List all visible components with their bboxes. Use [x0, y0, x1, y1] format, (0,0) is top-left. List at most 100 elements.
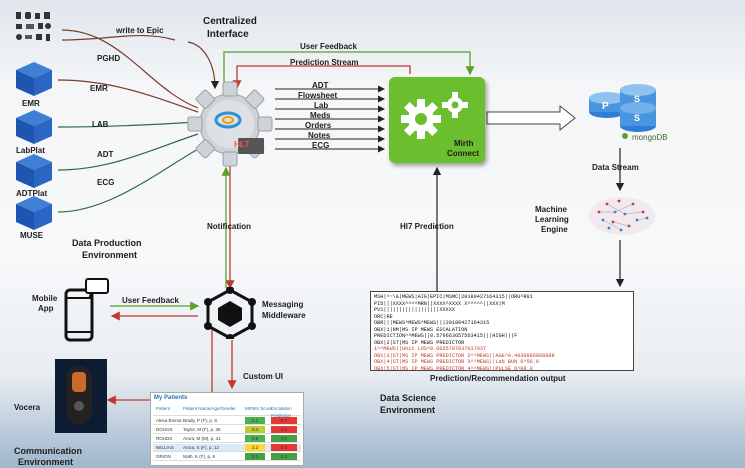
user-feedback-mid-label: User Feedback: [122, 296, 179, 305]
custom-ui-row[interactable]: WILLIAS Arora, S (F), p, 12 3.2 0.4: [153, 444, 301, 452]
adt-line-label: ADT: [97, 150, 114, 159]
custom-ui-cell-name: Taylor, M (F), p, 35: [183, 427, 221, 432]
custom-ui-header-cell: MEWS Score: [245, 406, 273, 411]
hl7-prediction-label: Hl7 Prediction: [400, 222, 454, 231]
prediction-stream-label: Prediction Stream: [290, 58, 359, 67]
mirth-gears-icon: [401, 92, 468, 139]
prediction-stream-arrow: [232, 65, 411, 90]
hl7-line: OBX|3|ST|MS IP MEWS PREDICTOR 2^^MEWS||A…: [374, 352, 555, 359]
hl7-line: OBX|2|ST|MS IP MEWS PREDICTOR: [374, 339, 465, 346]
mobile-phone-icon: [64, 278, 109, 342]
labplat-label: LabPlat: [16, 146, 45, 155]
custom-ui-cell-score: 0.1: [245, 453, 265, 460]
custom-ui-header-cell: Patient: [156, 406, 171, 411]
messaging-label-1: Messaging: [262, 300, 304, 309]
data-production-label-1: Data Production: [72, 238, 142, 248]
stream-meds: Meds: [310, 111, 331, 120]
stream-lab: Lab: [314, 101, 329, 110]
messaging-middleware-icon: [204, 287, 256, 339]
stream-orders: Orders: [305, 121, 332, 130]
custom-ui-label: Custom UI: [243, 372, 283, 381]
hl7-line: MSH|^~\&|MEWS|AIG|EPIC|MSMC|201804271643…: [374, 294, 533, 300]
muse-label: MUSE: [20, 231, 44, 240]
database-icon: P S S: [589, 84, 656, 139]
hl7-line: OBX|5|ST|MS IP MEWS PREDICTOR 4^^MEWS||P…: [374, 365, 533, 371]
custom-ui-cell-name: Nath, K (F), p, 6: [183, 454, 216, 459]
lab-line-label: LAB: [92, 120, 109, 129]
prediction-output-label: Prediction/Recommendation output: [430, 374, 566, 383]
mirth-to-datastream-arrow: [486, 104, 576, 132]
custom-ui-cell-score: 0.8: [245, 435, 265, 442]
hl7-line: OBX|1|NM|MS IP MEWS ESCALATION: [374, 326, 468, 333]
data-production-label-2: Environment: [82, 250, 138, 260]
hl7-line: ORC|RE: [374, 313, 393, 320]
data-stream-label: Data Stream: [592, 163, 639, 172]
custom-ui-panel: My Patients Patient Patient Name/Age/Gend…: [150, 392, 304, 466]
vocera-label: Vocera: [14, 403, 41, 412]
hl7-line: PID|||XXXX^^^^MRN||XXXX^XXXX X^^^^^||XXX…: [374, 300, 505, 307]
hl7-message-box: MSH|^~\&|MEWS|AIG|EPIC|MSMC|201804271643…: [370, 291, 634, 371]
hl7-line: PREDICTION^^MEWS||0.579663657563415|||HI…: [374, 333, 518, 339]
hl7-line: OBX|4|ST|MS IP MEWS PREDICTOR 3^^MEWS||L…: [374, 359, 539, 365]
custom-ui-title: My Patients: [154, 395, 188, 401]
custom-ui-cell-pred: 0.1: [271, 435, 297, 442]
ecg-connector: [57, 144, 206, 213]
centralized-label: Centralized: [203, 16, 257, 27]
custom-ui-cell-score: 2.1: [245, 417, 265, 424]
custom-ui-cell-patient: DOUGS: [156, 427, 173, 432]
emr-source-label: EMR: [22, 99, 40, 108]
hl7-line: PV1||||||||||||||||||XXXXX: [374, 307, 455, 313]
user-feedback-top-arrow: [223, 51, 475, 90]
notification-label: Notification: [207, 222, 251, 231]
stream-adt: ADT: [312, 81, 329, 90]
svg-text:S: S: [634, 113, 640, 123]
emr-connector: [57, 79, 199, 113]
mobile-app-label-2: App: [38, 304, 54, 313]
adtplat-label: ADTPlat: [16, 189, 48, 198]
custom-ui-cell-patient: WILLIAS: [156, 445, 174, 450]
stream-ecg: ECG: [312, 141, 330, 150]
custom-ui-cell-name: Brady, P (F), p, 8: [183, 418, 217, 423]
interface-label: Interface: [207, 29, 249, 40]
custom-ui-cell-pred: 0.7: [271, 417, 297, 424]
hl7-line: 1^^MEWS||Unit LOS^0.0055787037037037: [374, 346, 487, 352]
lab-connector: [57, 121, 197, 128]
svg-text:S: S: [634, 94, 640, 104]
mirth-label-1: Mirth: [454, 139, 474, 148]
write-to-epic-label: write to Epic: [116, 26, 164, 35]
pghd-label: PGHD: [97, 54, 121, 63]
mirth-label-2: Connect: [447, 149, 479, 158]
hl7-badge: HL7: [234, 140, 250, 149]
ml-label-3: Engine: [541, 225, 568, 234]
custom-ui-cell-name: Arora, S (F), p, 12: [183, 445, 220, 450]
custom-ui-header-cell: Patient Name/Age/Gender: [183, 406, 236, 411]
emr-cube-icon: [16, 62, 52, 96]
write-epic-return: [187, 41, 220, 90]
pghd-devices-icon: [16, 12, 51, 41]
write-epic-connector: [61, 34, 176, 41]
ml-label-2: Learning: [535, 215, 569, 224]
vocera-device-icon: [55, 359, 107, 433]
custom-ui-cell-score: 3.2: [245, 444, 265, 451]
data-science-label-2: Environment: [380, 405, 436, 415]
emr-line-label: EMR: [90, 84, 108, 93]
communication-label-1: Communication: [14, 446, 83, 456]
custom-ui-cell-pred: 0.1: [271, 453, 297, 460]
custom-ui-cell-pred: 0.4: [271, 444, 297, 451]
custom-ui-cell-patient: Alexa Emma: [156, 418, 182, 423]
adt-connector: [57, 133, 199, 171]
custom-ui-header-row: Patient Patient Name/Age/Gender MEWS Score…: [153, 405, 301, 418]
stream-notes: Notes: [308, 131, 331, 140]
custom-ui-cell-patient: ROUDS: [156, 436, 173, 441]
muse-cube-icon: [16, 196, 52, 230]
custom-ui-cell-score: 0.4: [245, 426, 265, 433]
svg-text:P: P: [602, 101, 609, 112]
ml-label-1: Machine: [535, 205, 568, 214]
data-science-label-1: Data Science: [380, 393, 437, 403]
